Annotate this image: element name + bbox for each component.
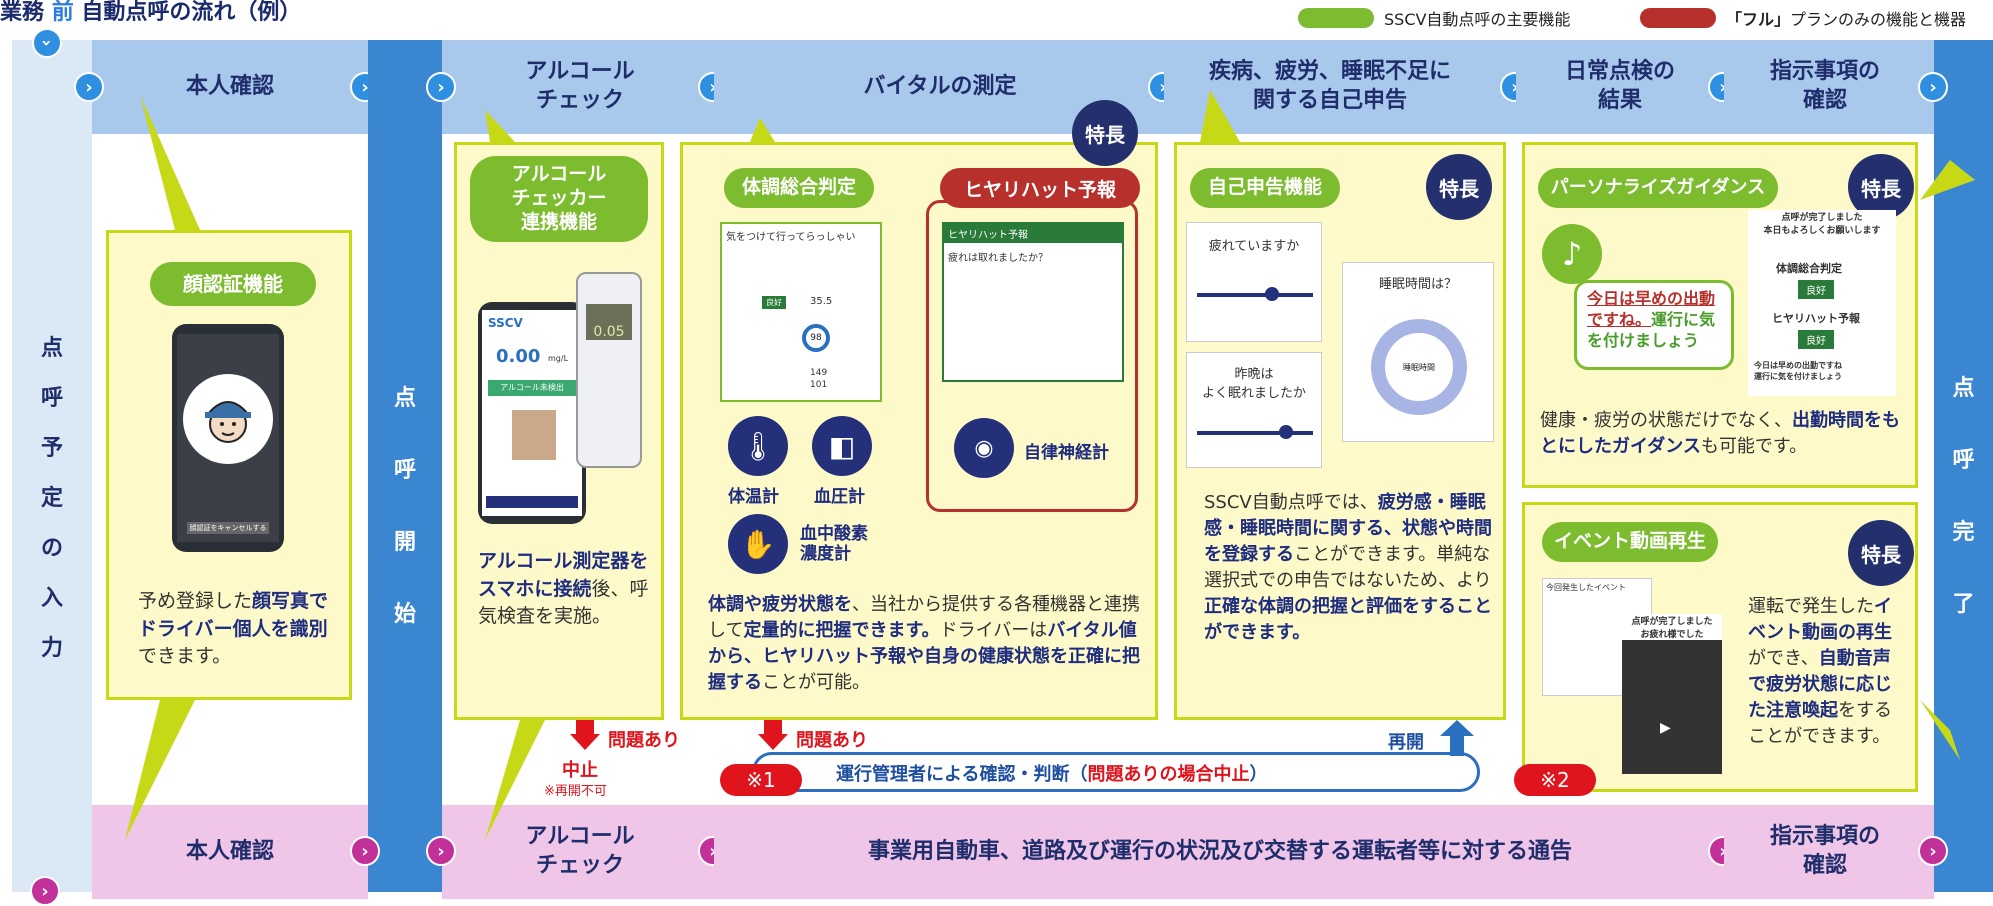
feature-badge: 特長 (1426, 154, 1492, 220)
hiyari-frame (926, 200, 1138, 512)
stop-label: 中止 (562, 760, 598, 781)
bottom-instruction-label: 指示事項の 確認 (1769, 824, 1880, 878)
cancel-face-button[interactable]: 顔認証をキャンセルする (187, 522, 269, 534)
alcohol-desc: アルコール測定器をスマホに接続後、呼気検査を実施。 (478, 550, 649, 628)
sleep-quality-question: 昨晩は よく眠れましたか (1186, 352, 1322, 468)
legend-main: SSCV自動点呼の主要機能 (1298, 6, 1570, 30)
step-vital-label: バイタルの測定 (863, 73, 1017, 99)
guidance-screen: 点呼が完了しました 本日もよろしくお願いします 体調総合判定 良好 ヒヤリハット… (1748, 210, 1896, 396)
vital-pill: 体調総合判定 (724, 168, 874, 208)
page-title: 業務 前 自動点呼の流れ（例） (0, 0, 302, 25)
self-desc: SSCV自動点呼では、疲労感・睡眠感・睡眠時間に関する、状態や時間を登録すること… (1204, 492, 1492, 644)
judgement-text: 運行管理者による確認・判断（問題ありの場合中止） (836, 764, 1268, 785)
red-swatch (1640, 8, 1716, 28)
judgement-bar (752, 752, 1480, 792)
resume-label: 再開 (1388, 732, 1424, 753)
face-pill: 顔認証機能 (150, 262, 316, 306)
play-icon[interactable]: ▶ (1660, 720, 1671, 736)
step-alcohol-label: アルコール チェック (525, 59, 635, 113)
guidance-pill: パーソナライズガイダンス (1538, 168, 1778, 208)
sscv-logo: SSCV (488, 316, 523, 330)
step-instruction (1724, 40, 1934, 134)
chevron-right-icon[interactable]: › (74, 72, 104, 102)
thermometer-icon: 🌡 (728, 416, 788, 476)
blood-pressure-icon: ◧ (812, 416, 872, 476)
bottom-identity-label: 本人確認 (185, 838, 274, 864)
guidance-bubble: 今日は早めの出動ですね。運行に気を付けましょう (1574, 280, 1734, 370)
chevron-right-icon[interactable]: › (1918, 836, 1948, 866)
hiyari-screen: ヒヤリハット予報 疲れは取れましたか？ (942, 222, 1124, 382)
complete-label: 点呼完了 (1952, 376, 1975, 617)
problem-label-1: 問題あり (608, 730, 680, 751)
music-note-icon: ♪ (1542, 224, 1602, 284)
schedule-label: 点呼予定の入力 (40, 336, 63, 661)
bottom-identity (92, 805, 368, 899)
start-label: 点呼開始 (393, 386, 416, 627)
problem-arrow-icon (570, 720, 600, 750)
legend-full: 「フル」プランのみの機能と機器 (1640, 6, 1966, 30)
face-avatar (183, 374, 273, 464)
feature-badge: 特長 (1848, 154, 1914, 220)
chevron-right-icon[interactable]: › (1918, 72, 1948, 102)
guidance-desc: 健康・疲労の状態だけでなく、出勤時間をもとにしたガイダンスも可能です。 (1540, 410, 1900, 458)
no-resume-note: ※再開不可 (544, 784, 607, 799)
feature-badge: 特長 (1072, 100, 1138, 166)
resume-arrow-icon (1440, 720, 1474, 756)
note-1-badge: ※1 (720, 764, 802, 796)
step-self-label: 疾病、疲労、睡眠不足に 関する自己申告 (1208, 59, 1451, 113)
alcohol-reading: 0.00 (496, 346, 541, 367)
fatigue-slider[interactable] (1197, 293, 1313, 297)
feature-badge: 特長 (1848, 520, 1914, 586)
event-desc: 運転で発生したイベント動画の再生ができ、自動音声で疲労状態に応じた注意喚起をする… (1748, 596, 1892, 748)
bottom-notice (714, 805, 1724, 899)
vital-desc: 体調や疲労状態を、当社から提供する各種機器と連携して定量的に把握できます。ドライ… (708, 594, 1140, 694)
step-inspection (1516, 40, 1724, 134)
alcohol-phone: SSCV 0.00 mg/L アルコール未検出 (478, 302, 586, 524)
vital-screen: 気をつけて行ってらっしゃい 35.5 98 149 101 良好 (720, 222, 882, 402)
step-identity-label: 本人確認 (185, 73, 274, 99)
bottom-alcohol (442, 805, 714, 899)
green-swatch (1298, 8, 1374, 28)
alcohol-device: 0.05 (576, 272, 642, 468)
pulse-oximeter-icon: ✋ (728, 514, 788, 574)
autonomic-icon: ◉ (954, 418, 1014, 478)
note-2-badge: ※2 (1514, 764, 1596, 796)
bottom-notice-label: 事業用自動車、道路及び運行の状況及び交替する運転者等に対する通告 (867, 838, 1572, 864)
face-phone: 顔認証をキャンセルする (172, 324, 284, 552)
problem-label-2: 問題あり (796, 730, 868, 751)
event-video[interactable]: 点呼が完了しました お疲れ様でした ▶ (1622, 614, 1722, 774)
lane-schedule (12, 40, 92, 892)
next-button[interactable] (486, 496, 578, 508)
driver-photo (512, 410, 556, 460)
step-identity (92, 40, 368, 134)
event-pill: イベント動画再生 (1542, 522, 1718, 562)
sleep-ring: 睡眠時間 (1371, 319, 1467, 415)
alcohol-result: アルコール未検出 (488, 380, 576, 396)
lane-start (368, 40, 442, 892)
self-pill: 自己申告機能 (1190, 168, 1340, 208)
alcohol-pill: アルコール チェッカー 連携機能 (470, 156, 648, 242)
chevron-right-icon[interactable]: › (350, 836, 380, 866)
step-inspection-label: 日常点検の 結果 (1564, 59, 1675, 113)
sleep-slider[interactable] (1197, 431, 1313, 435)
bottom-alcohol-label: アルコール チェック (525, 824, 635, 878)
fatigue-question: 疲れていますか (1186, 222, 1322, 342)
problem-arrow-icon (758, 720, 788, 750)
step-instruction-label: 指示事項の 確認 (1769, 59, 1880, 113)
bottom-instruction (1724, 805, 1934, 899)
face-desc: 予め登録した顔写真でドライバー個人を識別できます。 (138, 590, 329, 668)
sleep-hours-card: 睡眠時間は？ 睡眠時間 (1342, 262, 1494, 442)
chevron-right-icon[interactable]: › (426, 836, 456, 866)
chevron-right-icon[interactable]: › (426, 72, 456, 102)
